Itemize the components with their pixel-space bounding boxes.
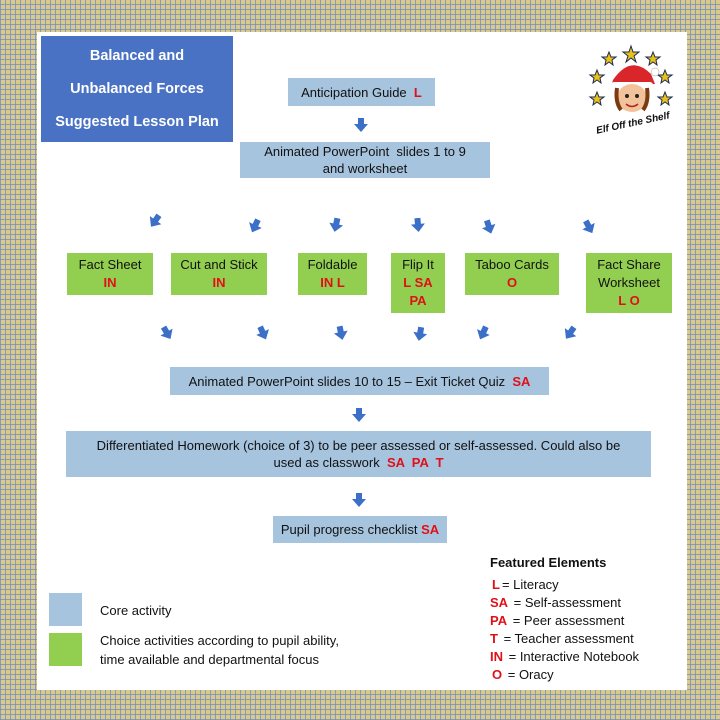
featured-item-code: O [492,667,503,682]
choice-taboo-cards-label: Taboo Cards [475,257,549,272]
arrow-down-icon [410,217,425,232]
arrow-down-left-icon [477,325,490,340]
arrow-down-right-icon [333,325,348,340]
arrow-down-left-icon [249,218,262,233]
featured-item-code: SA [490,595,509,610]
arrow-down-left-icon [413,326,428,341]
slides-1-9-line-2: and worksheet [322,161,408,176]
featured-item-desc: = Interactive Notebook [505,649,640,664]
page-title: Balanced and Unbalanced Forces Suggested… [41,36,233,142]
slides-1-9-box: Animated PowerPoint slides 1 to 9 and wo… [240,142,490,178]
legend-core-swatch [49,593,82,626]
arrow-down-left-icon [564,325,577,339]
choice-fact-share-worksheet-codes: L O [618,293,640,308]
featured-item: IN = Interactive Notebook [490,648,680,666]
legend-choice-swatch [49,633,82,666]
featured-item-code: T [490,631,498,646]
featured-item: L= Literacy [490,576,680,594]
choice-fact-sheet-label: Fact Sheet [78,257,142,272]
homework-codes: SA PA T [386,455,444,470]
choice-cut-and-stick-codes: IN [212,275,226,290]
title-line-2: Unbalanced Forces [70,80,204,97]
choice-cut-and-stick: Cut and Stick IN [171,253,267,295]
logo: Elf Off the Shelf [585,44,677,144]
legend-choice-label: Choice activities according to pupil abi… [100,631,339,669]
checklist-label: Pupil progress checklist [280,522,418,537]
choice-flip-it-codes: L SA PA [403,275,433,308]
anticipation-guide-codes: L [413,84,422,100]
choice-foldable: Foldable IN L [298,253,367,295]
choice-flip-it: Flip It L SA PA [391,253,445,313]
featured-item-desc: = Peer assessment [509,613,625,628]
choice-foldable-codes: IN L [320,275,345,290]
arrow-down-icon [354,118,368,132]
arrow-down-right-icon [160,325,173,340]
arrow-down-icon [352,408,366,422]
legend-choice-line-1: Choice activities according to pupil abi… [100,633,339,648]
featured-item-code: L [492,577,500,592]
featured-item: T = Teacher assessment [490,630,680,648]
checklist-box: Pupil progress checklist SA [273,516,447,543]
anticipation-guide-box: Anticipation Guide L [288,78,435,106]
checklist-codes: SA [421,522,440,537]
arrow-down-icon [352,493,366,507]
elf-face-icon [588,44,674,112]
choice-fact-share-worksheet: Fact Share Worksheet L O [586,253,672,313]
choice-taboo-cards-codes: O [506,275,518,290]
title-line-1: Balanced and [89,47,185,64]
anticipation-guide-label: Anticipation Guide [301,84,407,100]
legend-core-label: Core activity [100,603,172,618]
choice-fact-sheet: Fact Sheet IN [67,253,153,295]
choice-cut-and-stick-label: Cut and Stick [180,257,258,272]
featured-elements: Featured Elements L= Literacy SA = Self-… [490,555,680,684]
arrow-down-right-icon [256,325,269,340]
slides-1-9-line-1: Animated PowerPoint slides 1 to 9 [264,144,466,159]
featured-item-desc: = Oracy [504,667,554,682]
featured-item-code: IN [490,649,503,664]
featured-elements-title: Featured Elements [490,555,607,570]
homework-line-2-row: used as classwork SA PA T [273,454,443,471]
choice-fact-sheet-codes: IN [103,275,117,290]
choice-taboo-cards: Taboo Cards O [465,253,559,295]
arrow-down-left-icon [329,217,344,232]
homework-box: Differentiated Homework (choice of 3) to… [66,431,651,477]
slides-10-15-box: Animated PowerPoint slides 10 to 15 – Ex… [170,367,549,395]
arrow-down-left-icon [149,213,162,227]
featured-item: PA = Peer assessment [490,612,680,630]
arrow-down-right-icon [482,219,496,234]
title-line-3: Suggested Lesson Plan [55,113,219,130]
featured-item-desc: = Literacy [501,577,559,592]
slides-10-15-codes: SA [512,373,531,389]
featured-item-code: PA [490,613,508,628]
slides-10-15-label: Animated PowerPoint slides 10 to 15 – Ex… [188,373,506,389]
featured-item-desc: = Self-assessment [510,595,621,610]
legend-choice-line-2: time available and departmental focus [100,652,319,667]
homework-line-2: used as classwork [273,455,380,470]
choice-foldable-label: Foldable [307,257,358,272]
featured-item-desc: = Teacher assessment [499,631,634,646]
featured-item: O = Oracy [490,666,680,684]
featured-item: SA = Self-assessment [490,594,680,612]
choice-flip-it-label: Flip It [402,257,434,272]
arrow-down-right-icon [582,219,595,234]
homework-line-1: Differentiated Homework (choice of 3) to… [96,438,621,453]
choice-fact-share-worksheet-label: Fact Share Worksheet [597,257,661,290]
